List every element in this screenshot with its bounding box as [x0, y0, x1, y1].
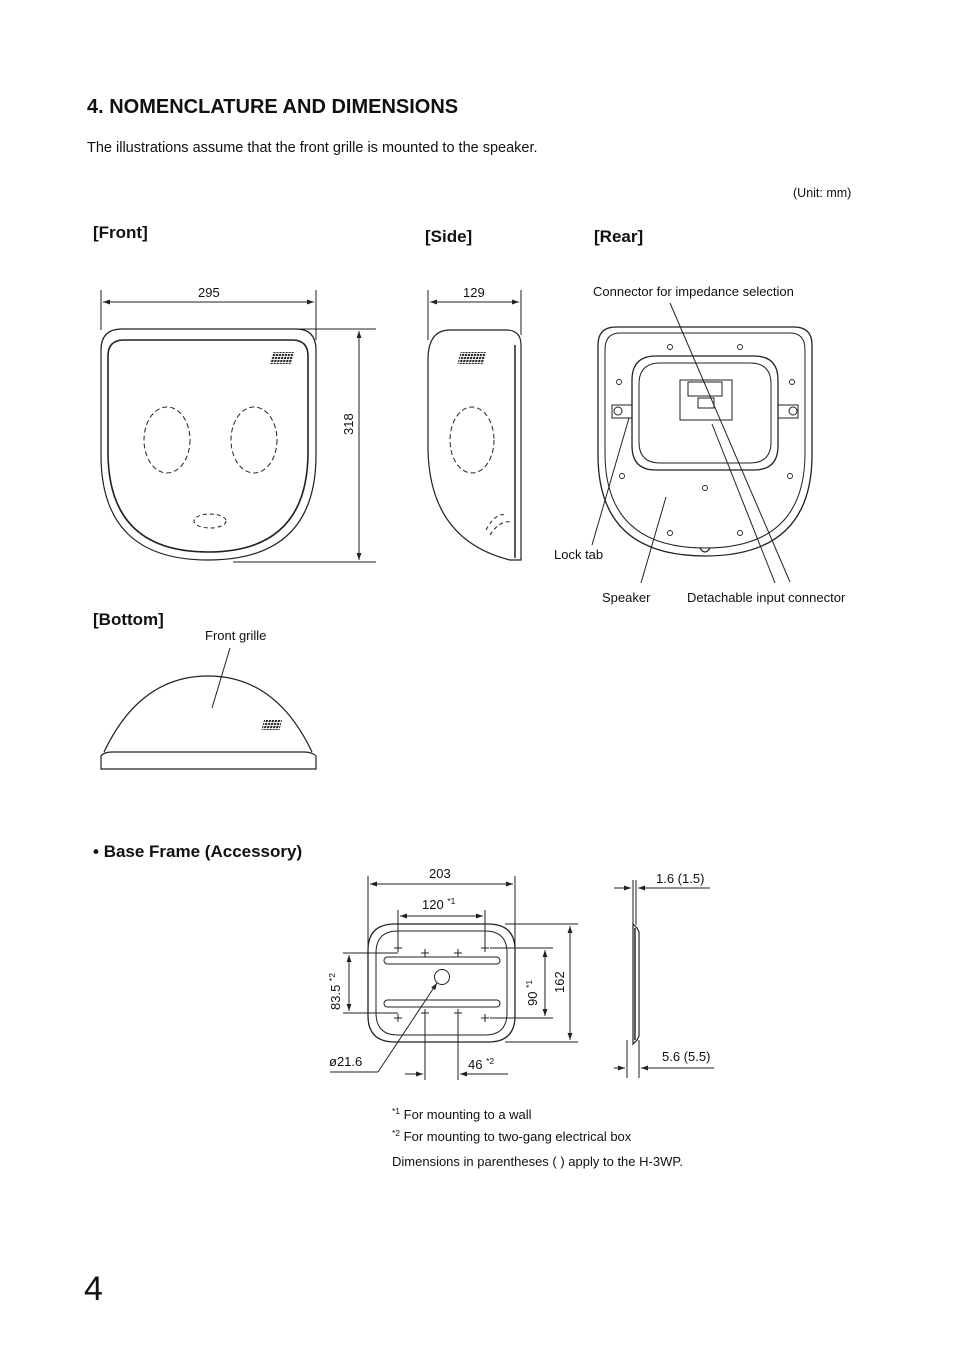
- rear-view-title: [Rear]: [594, 227, 644, 246]
- rear-label-speaker: Speaker: [602, 590, 651, 605]
- bottom-view-drawing: [100, 647, 317, 770]
- base-frame-drawing: [330, 876, 578, 1080]
- bottom-label-grille: Front grille: [205, 628, 267, 643]
- page-number: 4: [84, 1270, 103, 1308]
- front-view-title: [Front]: [93, 223, 148, 242]
- bf-hole-dim: ø21.6: [329, 1054, 363, 1069]
- intro-text: The illustrations assume that the front …: [87, 140, 538, 156]
- unit-label: (Unit: mm): [793, 186, 852, 200]
- rear-label-lock-tab: Lock tab: [554, 547, 604, 562]
- bf-box-pitch-h-dim: 46 *2: [468, 1056, 495, 1072]
- bf-wall-pitch-h-dim: 120 *1: [422, 896, 456, 912]
- front-view-drawing: [100, 290, 376, 563]
- base-frame-title: • Base Frame (Accessory): [93, 842, 303, 861]
- front-width-dim: 295: [198, 285, 220, 300]
- page-title: 4. NOMENCLATURE AND DIMENSIONS: [87, 96, 459, 118]
- note-wall: *1 For mounting to a wall: [392, 1106, 532, 1122]
- side-view-title: [Side]: [425, 227, 473, 246]
- note-parentheses: Dimensions in parentheses ( ) apply to t…: [392, 1154, 683, 1169]
- bf-thickness-top-dim: 1.6 (1.5): [656, 871, 705, 886]
- side-depth-dim: 129: [463, 285, 485, 300]
- rear-view-drawing: [591, 302, 813, 584]
- bf-thickness-bottom-dim: 5.6 (5.5): [662, 1049, 711, 1064]
- bf-width-dim: 203: [429, 866, 451, 881]
- side-view-drawing: [427, 290, 522, 561]
- note-box: *2 For mounting to two-gang electrical b…: [392, 1128, 632, 1144]
- bullet: •: [93, 842, 99, 861]
- rear-label-input: Detachable input connector: [687, 590, 846, 605]
- base-frame-side-drawing: [614, 880, 714, 1078]
- bottom-view-title: [Bottom]: [93, 610, 164, 629]
- rear-label-connector: Connector for impedance selection: [593, 284, 794, 299]
